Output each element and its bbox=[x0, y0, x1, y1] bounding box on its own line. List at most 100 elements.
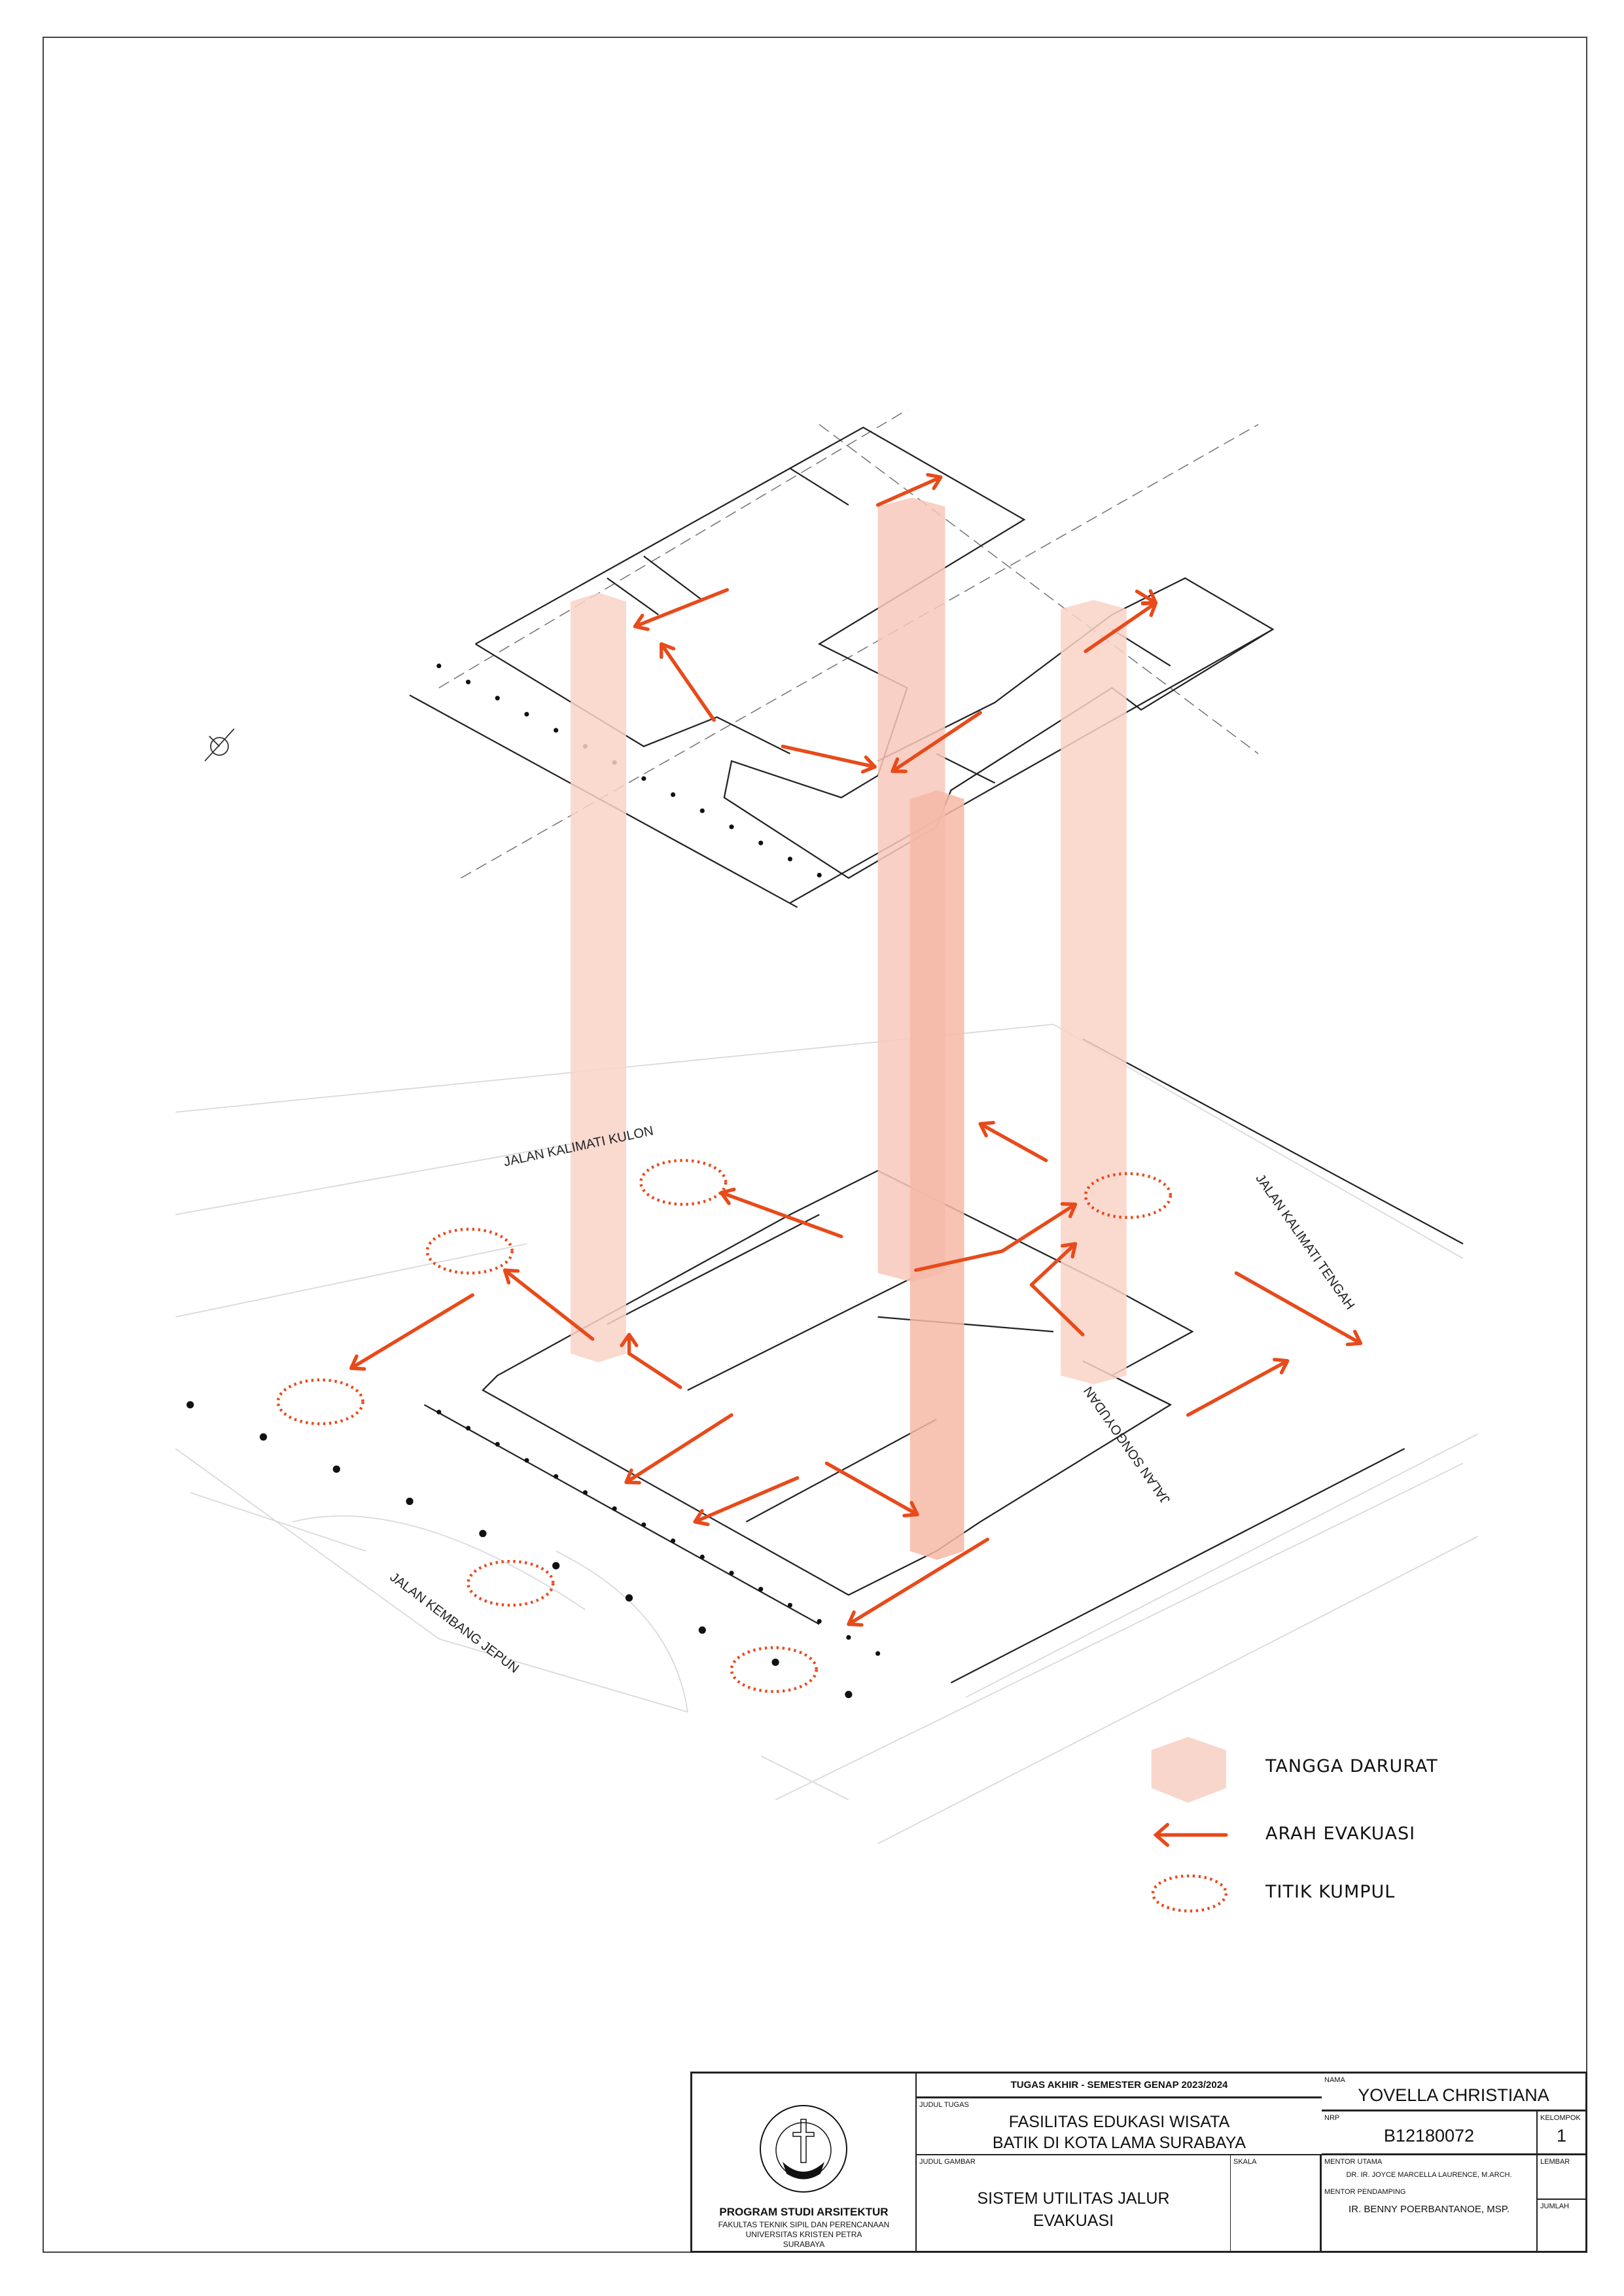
context-line bbox=[190, 1492, 366, 1552]
arrow-left-icon bbox=[1153, 1822, 1228, 1847]
bollard-dot bbox=[479, 1530, 487, 1538]
bollard-dot bbox=[698, 1626, 706, 1634]
city-name: SURABAYA bbox=[783, 2240, 825, 2249]
evacuation-arrow bbox=[891, 711, 982, 773]
student-name: YOVELLA CHRISTIANA bbox=[1358, 2085, 1549, 2105]
university-name: UNIVERSITAS KRISTEN PETRA bbox=[745, 2230, 862, 2239]
judul-tugas-line1: FASILITAS EDUKASI WISATA bbox=[1008, 2113, 1230, 2131]
header-text: TUGAS AKHIR - SEMESTER GENAP 2023/2024 bbox=[1010, 2079, 1228, 2091]
judul-gambar-line1: SISTEM UTILITAS JALUR bbox=[977, 2189, 1170, 2208]
skala-label: SKALA bbox=[1233, 2158, 1257, 2166]
jumlah-cell: JUMLAH bbox=[1538, 2200, 1585, 2251]
nrp-label: NRP bbox=[1324, 2114, 1340, 2122]
column-dot bbox=[554, 1474, 559, 1479]
stair-shaft bbox=[1061, 600, 1127, 1385]
evacuation-arrow bbox=[620, 1332, 682, 1389]
bollard-dot bbox=[552, 1562, 560, 1570]
column-dot bbox=[670, 792, 676, 798]
assembly-point-ellipse bbox=[639, 1159, 728, 1206]
stair-hexagon-icon bbox=[1151, 1737, 1226, 1803]
mentor-utama-name: DR. IR. JOYCE MARCELLA LAURENCE, M.ARCH. bbox=[1346, 2171, 1512, 2179]
assembly-point-ellipse bbox=[467, 1559, 555, 1607]
bollard-dot bbox=[406, 1497, 414, 1506]
site-context bbox=[175, 1023, 1478, 1845]
evacuation-arrow bbox=[978, 1121, 1048, 1163]
lembar-label: LEMBAR bbox=[1540, 2158, 1570, 2166]
evacuation-arrow bbox=[1186, 1358, 1290, 1417]
evacuation-arrow bbox=[781, 745, 877, 774]
assembly-point-ellipse bbox=[1084, 1172, 1173, 1219]
nrp-cell: NRP B12180072 bbox=[1322, 2111, 1538, 2155]
legend-label-titik-kumpul: TITIK KUMPUL bbox=[1265, 1882, 1396, 1902]
context-line bbox=[556, 1550, 688, 1712]
column-dot bbox=[582, 1490, 588, 1495]
north-arrow-icon bbox=[204, 728, 235, 762]
evacuation-arrow bbox=[914, 1202, 1078, 1272]
grid-line bbox=[460, 424, 1259, 879]
column-dot bbox=[787, 1602, 793, 1608]
evacuation-arrow bbox=[349, 1293, 474, 1371]
mentor-pendamping-label: MENTOR PENDAMPING bbox=[1324, 2188, 1406, 2196]
column-dot bbox=[699, 808, 705, 813]
evacuation-arrow bbox=[1234, 1271, 1363, 1347]
column-dot bbox=[554, 728, 559, 733]
kelompok-value: 1 bbox=[1556, 2126, 1567, 2146]
evacuation-arrow bbox=[824, 1461, 919, 1518]
kelompok-cell: KELOMPOK 1 bbox=[1538, 2111, 1585, 2155]
judul-tugas-line2: BATIK DI KOTA LAMA SURABAYA bbox=[992, 2134, 1246, 2152]
bollard-dot bbox=[625, 1594, 633, 1602]
program-name: PROGRAM STUDI ARSITEKTUR bbox=[719, 2206, 889, 2218]
bollard-dot bbox=[259, 1433, 268, 1441]
assembly-point-ellipse bbox=[276, 1378, 364, 1426]
context-line bbox=[775, 1462, 1464, 1801]
upper-floor-outline bbox=[475, 643, 790, 754]
legend-label-arah-evakuasi: ARAH EVAKUASI bbox=[1265, 1824, 1416, 1844]
mentor-pendamping-name: IR. BENNY POERBANTANOE, MSP. bbox=[1349, 2204, 1509, 2215]
grid-line bbox=[438, 409, 908, 688]
evacuation-arrow bbox=[1135, 589, 1158, 606]
bollard-dot bbox=[771, 1658, 779, 1667]
column-dot bbox=[758, 1587, 764, 1592]
evacuation-arrow bbox=[633, 588, 729, 631]
judul-gambar-line2: EVAKUASI bbox=[1033, 2212, 1114, 2230]
evacuation-arrows bbox=[349, 472, 1363, 1627]
ground-floor-dimension bbox=[423, 1038, 1464, 1684]
column-dot bbox=[670, 1538, 676, 1544]
skala-cell: SKALA bbox=[1231, 2155, 1322, 2251]
evacuation-arrow bbox=[693, 1476, 800, 1527]
column-dot bbox=[729, 824, 734, 830]
assembly-point-ellipse bbox=[730, 1646, 818, 1693]
column-dot bbox=[436, 663, 442, 669]
nama-cell: NAMA YOVELLA CHRISTIANA bbox=[1322, 2074, 1585, 2111]
evacuation-arrow bbox=[660, 642, 716, 722]
evacuation-arrow bbox=[1029, 1242, 1085, 1337]
jumlah-label: JUMLAH bbox=[1540, 2202, 1570, 2210]
evacuation-arrow bbox=[719, 1188, 843, 1239]
column-dot bbox=[465, 1426, 471, 1431]
nrp-value: B12180072 bbox=[1383, 2126, 1475, 2146]
street-label-kembang-jepun: JALAN KEMBANG JEPUN bbox=[387, 1570, 521, 1676]
judul-tugas-cell: JUDUL TUGAS FASILITAS EDUKASI WISATA BAT… bbox=[917, 2098, 1322, 2155]
column-dot bbox=[758, 840, 764, 845]
context-line bbox=[760, 1755, 849, 1801]
context-line bbox=[175, 1023, 1464, 1260]
evacuation-arrow bbox=[624, 1413, 733, 1485]
upper-floor-outline bbox=[475, 426, 1275, 879]
institution-cell: PROGRAM STUDI ARSITEKTUR FAKULTAS TEKNIK… bbox=[692, 2074, 917, 2251]
university-logo bbox=[760, 2105, 847, 2193]
faculty-name: FAKULTAS TEKNIK SIPIL DAN PERENCANAAN bbox=[718, 2220, 890, 2229]
emergency-stairs bbox=[571, 497, 1127, 1560]
bollard-dot bbox=[845, 1691, 853, 1699]
grid-line bbox=[819, 424, 1259, 754]
context-line bbox=[877, 1536, 1478, 1845]
mentor-cell: MENTOR UTAMA DR. IR. JOYCE MARCELLA LAUR… bbox=[1322, 2155, 1538, 2251]
context-line bbox=[292, 1515, 586, 1610]
upper-floor-dimension bbox=[409, 628, 1273, 908]
judul-tugas-label: JUDUL TUGAS bbox=[919, 2101, 969, 2109]
judul-gambar-label: JUDUL GAMBAR bbox=[919, 2158, 976, 2166]
kelompok-label: KELOMPOK bbox=[1540, 2114, 1581, 2122]
legend-label-tangga-darurat: TANGGA DARURAT bbox=[1265, 1756, 1438, 1776]
evacuation-arrow bbox=[847, 1537, 990, 1627]
context-line bbox=[175, 1243, 527, 1318]
